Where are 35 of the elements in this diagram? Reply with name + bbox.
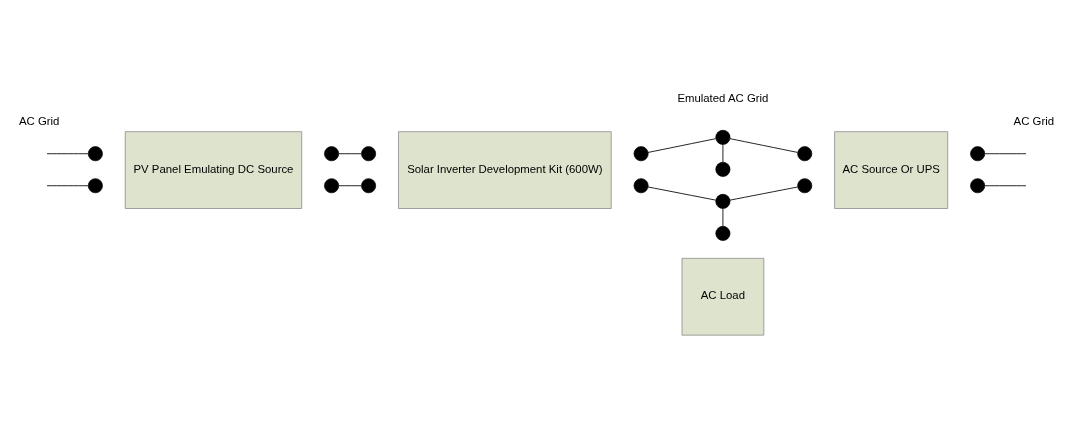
node-circle	[970, 178, 986, 194]
node-circle	[715, 129, 731, 145]
node-circle	[715, 193, 731, 209]
connector	[984, 185, 1027, 187]
connector	[984, 153, 1027, 155]
connector	[647, 186, 717, 201]
connector	[722, 144, 724, 163]
connector	[729, 186, 798, 201]
node-box: AC Load	[681, 257, 765, 336]
node-circle	[361, 178, 377, 194]
connector	[338, 153, 362, 155]
label: AC Grid	[18, 115, 60, 128]
label: AC Grid	[1013, 115, 1055, 128]
node-circle	[797, 178, 813, 194]
connector	[46, 185, 89, 187]
node-circle	[715, 161, 731, 177]
node-box: PV Panel Emulating DC Source	[124, 131, 303, 209]
node-circle	[970, 146, 986, 162]
node-circle	[797, 146, 813, 162]
node-circle	[633, 146, 649, 162]
node-box: Solar Inverter Development Kit (600W)	[398, 131, 612, 209]
connector	[647, 138, 717, 153]
node-box: AC Source Or UPS	[834, 131, 949, 209]
connector	[338, 185, 362, 187]
connector	[722, 208, 724, 227]
node-circle	[324, 146, 340, 162]
node-circle	[87, 178, 103, 194]
node-circle	[715, 225, 731, 241]
connector	[46, 153, 89, 155]
node-circle	[324, 178, 340, 194]
label: Emulated AC Grid	[677, 92, 769, 105]
node-circle	[87, 146, 103, 162]
node-circle	[633, 178, 649, 194]
connector	[729, 138, 798, 153]
node-circle	[361, 146, 377, 162]
